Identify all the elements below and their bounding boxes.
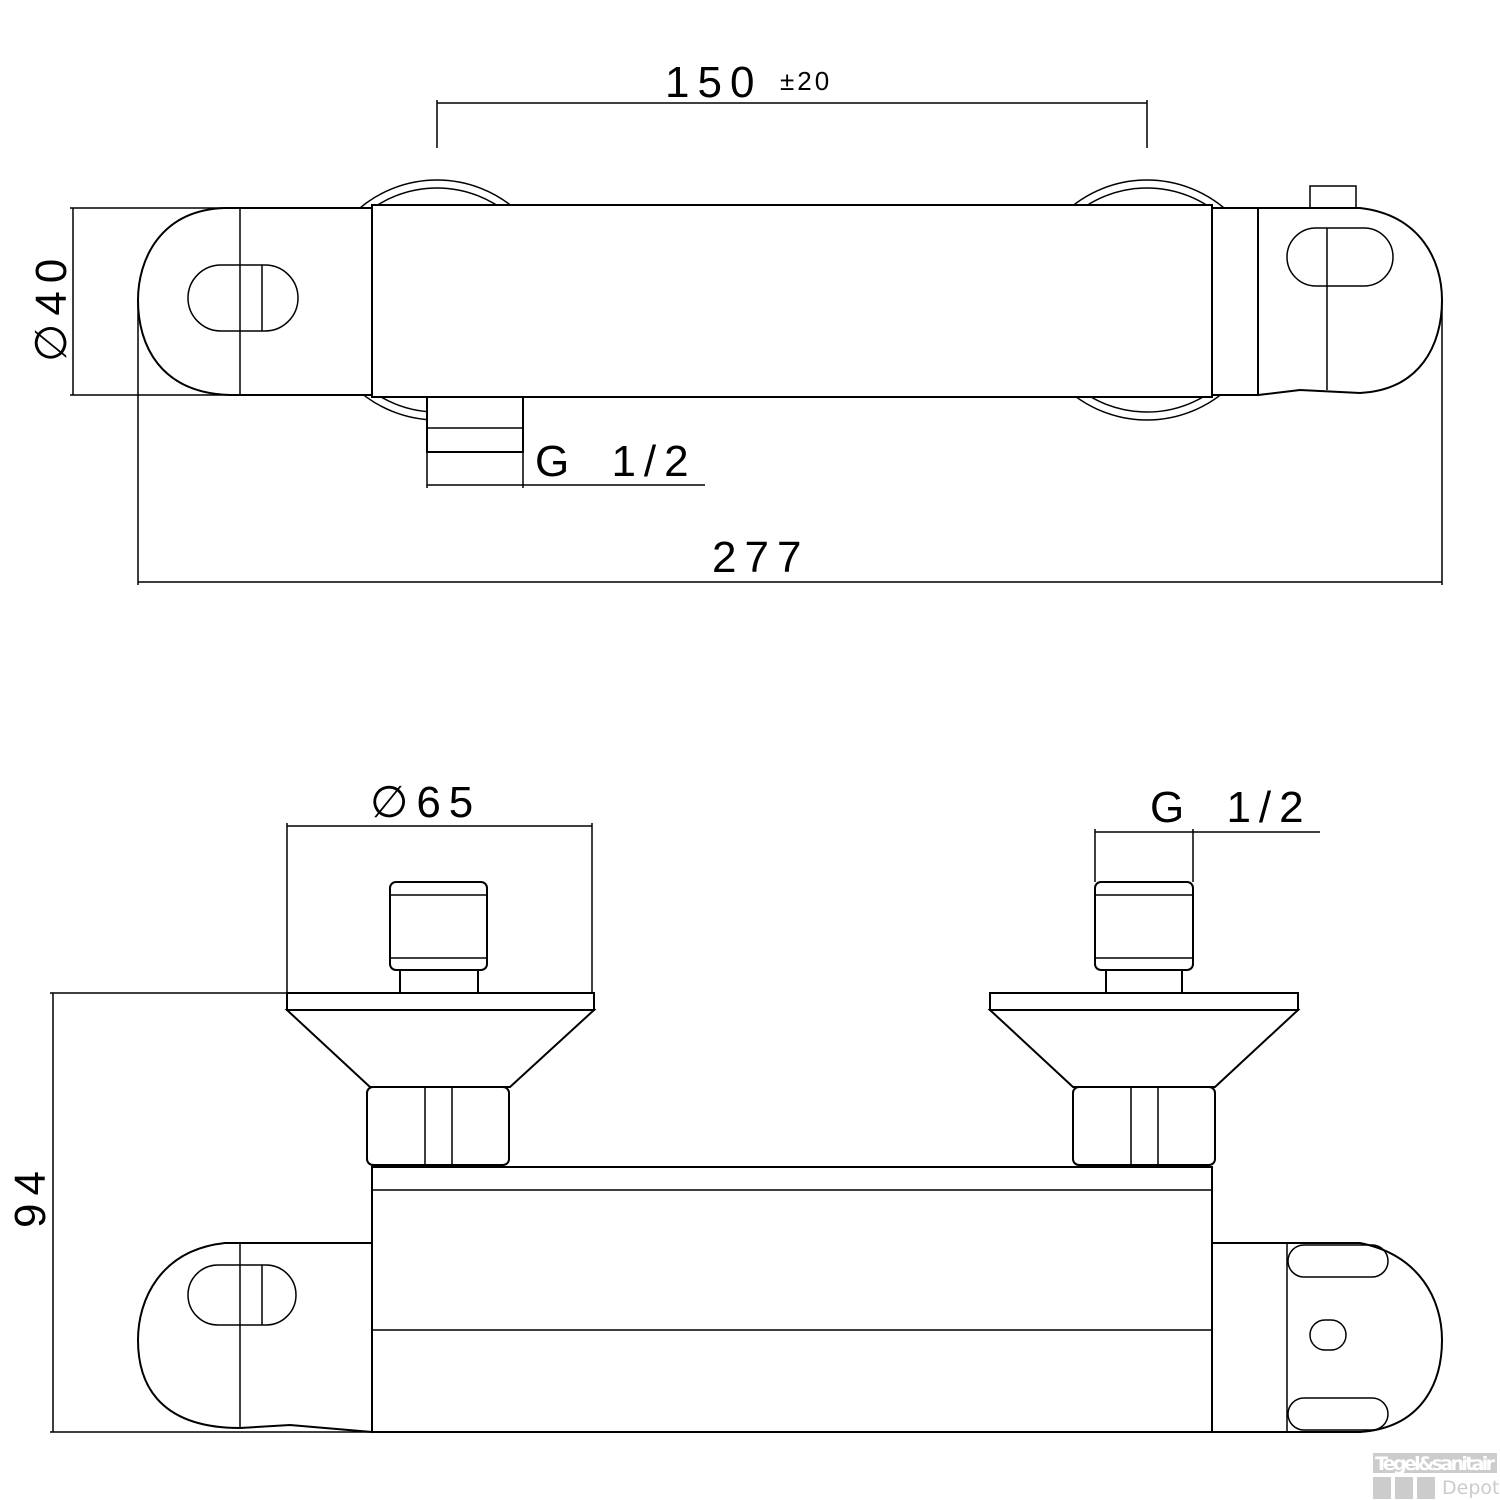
left-oval-slot [187,264,299,332]
bottom-view: ∅65 G 1/2 94 [6,778,1444,1434]
width-dimension: 150 [665,58,762,107]
left-nut [366,1086,510,1166]
height-dimension: 94 [6,1163,55,1228]
left-end-cap [136,207,373,396]
right-oval-slot [1286,227,1394,287]
left-stem [389,881,488,971]
svg-text:Tegel&sanitair: Tegel&sanitair [1375,1453,1496,1475]
outlet [426,394,524,453]
right-sleeve [1211,207,1259,396]
watermark-logo: Tegel&sanitair Depot [1373,1453,1499,1499]
diameter-dimension: ∅40 [27,251,76,362]
right-nut [1072,1086,1216,1166]
main-body-front [371,1166,1213,1433]
inlet-thread-label: G 1/2 [1150,783,1312,832]
svg-text:Depot: Depot [1442,1477,1499,1499]
length-dimension: 277 [712,533,809,582]
flange-diameter-dimension: ∅65 [370,778,481,827]
outlet-thread-label: G 1/2 [535,437,697,486]
tolerance-label: ±20 [780,66,832,96]
top-view: 150 ±20 ∅40 G 1/2 277 [27,58,1444,585]
right-stem [1094,881,1194,971]
temperature-handle [1211,1242,1444,1433]
main-body [371,204,1213,398]
right-end-cap [1257,207,1444,397]
